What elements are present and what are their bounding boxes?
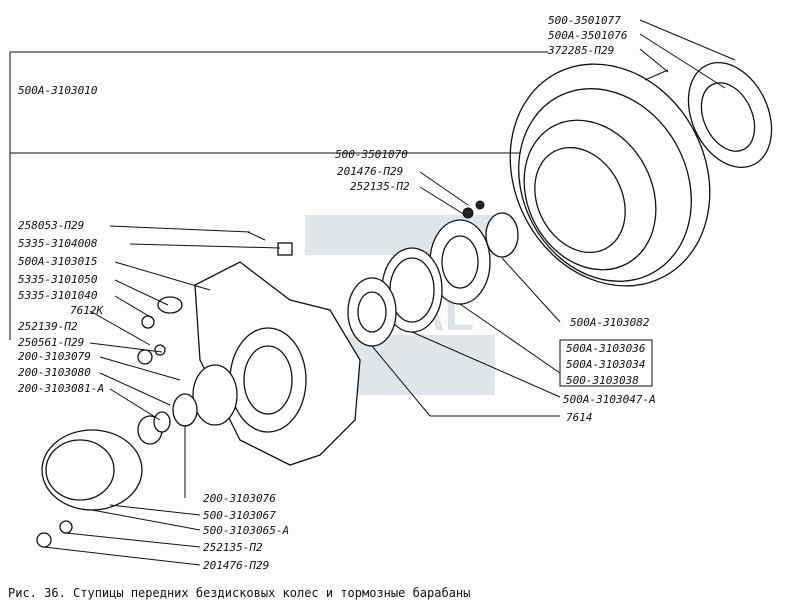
label-l9: 200-3103079 xyxy=(18,350,91,363)
label-l4: 5335-3101050 xyxy=(18,273,98,286)
label-r2: 252135-П2 xyxy=(350,180,410,193)
label-r1: 201476-П29 xyxy=(337,165,403,178)
label-l7: 252139-П2 xyxy=(18,320,78,333)
flange-plate xyxy=(687,61,773,169)
label-b5: 201476-П29 xyxy=(203,559,269,572)
label-b4: 252135-П2 xyxy=(203,541,263,554)
label-m6: 7614 xyxy=(566,411,593,424)
label-assembly: 500А-3103010 xyxy=(18,84,98,97)
label-m5: 500А-3103047-А xyxy=(563,393,656,406)
label-box xyxy=(559,339,653,387)
label-m1: 500А-3103082 xyxy=(570,316,650,329)
label-l2: 5335-3104008 xyxy=(18,237,98,250)
label-l10: 200-3103080 xyxy=(18,366,91,379)
leader-lines xyxy=(43,19,736,566)
brake-drum xyxy=(509,63,711,287)
label-top2: 500А-3501076 xyxy=(548,29,628,42)
label-b1: 200-3103076 xyxy=(203,492,276,505)
label-l11: 200-3103081-А xyxy=(18,382,104,395)
label-l8: 250561-П29 xyxy=(18,336,84,349)
label-m3: 500А-3103034 xyxy=(566,358,645,371)
label-top3: 372285-П29 xyxy=(547,44,614,57)
label-l6: 7612К xyxy=(70,304,104,317)
label-b2: 500-3103067 xyxy=(203,509,276,522)
bolt-top xyxy=(644,69,669,81)
label-m4: 500-3103038 xyxy=(566,374,639,387)
label-top1: 500-3501077 xyxy=(548,14,621,27)
bearing-parts xyxy=(347,200,519,347)
assembly-bracket xyxy=(9,51,548,340)
label-b3: 500-3103065-А xyxy=(203,524,289,537)
label-l5: 5335-3101040 xyxy=(18,289,98,302)
small-parts xyxy=(36,231,293,548)
label-drum: 500-3501070 xyxy=(335,148,408,161)
label-m2: 500А-3103036 xyxy=(566,342,646,355)
figure-caption: Рис. 36. Ступицы передних бездисковых ко… xyxy=(8,586,470,600)
label-l3: 500А-3103015 xyxy=(18,255,97,268)
label-l1: 258053-П29 xyxy=(18,219,84,232)
wheel-hub xyxy=(172,261,361,466)
hub-cap xyxy=(41,411,171,511)
